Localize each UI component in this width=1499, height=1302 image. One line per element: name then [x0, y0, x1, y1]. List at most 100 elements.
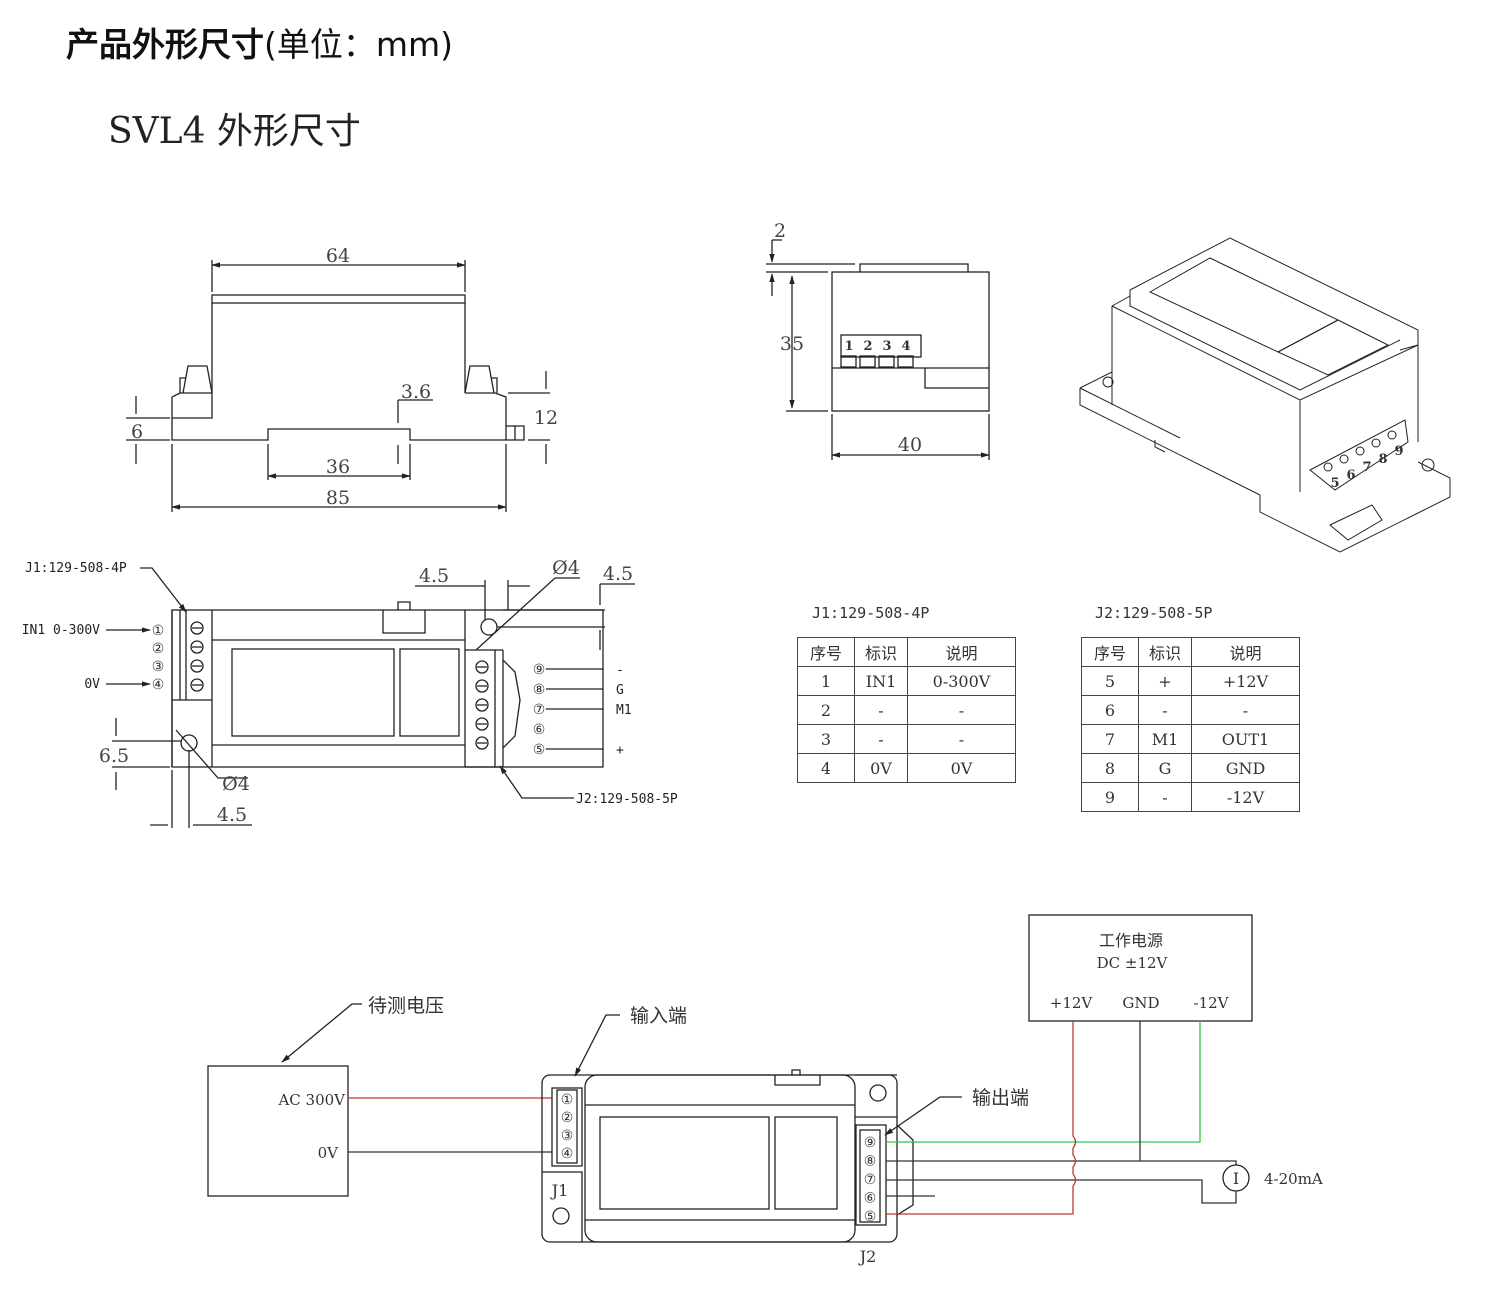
j1-pin-number: ④: [152, 677, 165, 693]
j1-screw-group: [190, 621, 204, 692]
j2-tag: J2: [858, 1247, 877, 1266]
j2-pin-number: ⑨: [533, 662, 546, 678]
terminal-screw-icon: [475, 736, 489, 750]
terminal-screw-icon: [190, 640, 204, 654]
wire-pos-12v: [886, 1021, 1077, 1215]
wire-neg-12v: [886, 1021, 1201, 1143]
psu-title: 工作电源: [1099, 931, 1163, 950]
j2-pin-label: +: [616, 743, 624, 758]
j2-table-row: 9--12V: [1081, 782, 1300, 812]
psu-spec: DC ±12V: [1097, 954, 1169, 972]
j1-pin-label: 0V: [84, 677, 100, 692]
iso-pin-number: 9: [1394, 444, 1403, 459]
cell-desc: 0-300V: [907, 666, 1016, 696]
front-view: 64 85 36 3.6 6 12: [126, 245, 558, 512]
col-header-index: 序号: [1081, 637, 1139, 667]
dim-top-width: 64: [326, 245, 350, 267]
module-outline: [541, 1074, 898, 1243]
dim-total-width: 85: [326, 487, 350, 509]
wire-out: [886, 1179, 1237, 1204]
cell-index: 6: [1081, 695, 1139, 725]
side-pin-slot: [878, 355, 895, 368]
iso-pin-number: 5: [1330, 476, 1339, 491]
cell-desc: OUT1: [1191, 724, 1300, 754]
cell-mark: -: [1138, 695, 1192, 725]
wiring-j2-pin: ⑥: [864, 1191, 877, 1207]
source-box: [207, 1065, 349, 1197]
wiring-j1-pin: ①: [561, 1092, 574, 1108]
col-header-index: 序号: [797, 637, 855, 667]
cell-index: 7: [1081, 724, 1139, 754]
side-pin-slot: [859, 355, 876, 368]
wiring-j2-pin: ⑧: [864, 1154, 877, 1170]
j1-tag: J1: [550, 1181, 569, 1200]
side-pin-number: 4: [901, 339, 910, 354]
source-0v-label: 0V: [318, 1144, 340, 1162]
page-title-unit: (单位：mm): [264, 25, 454, 64]
cell-index: 9: [1081, 782, 1139, 812]
psu-neg-label: -12V: [1194, 994, 1230, 1012]
j2-table-row: 5++12V: [1081, 666, 1300, 696]
j2-table-row: 6--: [1081, 695, 1300, 725]
psu-pos-label: +12V: [1050, 994, 1094, 1012]
j2-part-label: J2:129-508-5P: [576, 792, 678, 807]
terminal-screw-icon: [190, 678, 204, 692]
iso-pin-number: 8: [1378, 452, 1387, 467]
iso-screw: [1323, 462, 1333, 472]
j1-part-label: J1:129-508-4P: [25, 561, 127, 576]
page-title-main: 产品外形尺寸: [66, 25, 264, 64]
terminal-screw-icon: [190, 659, 204, 673]
dim-hole-offset-top: 4.5: [603, 563, 633, 585]
page-title: 产品外形尺寸(单位：mm): [66, 18, 453, 66]
dim-foot-height: 6: [131, 421, 143, 443]
cell-index: 4: [797, 753, 855, 783]
col-header-mark: 标识: [1138, 637, 1192, 667]
j2-table-caption: J2:129-508-5P: [1095, 604, 1213, 622]
terminal-screw-icon: [475, 717, 489, 731]
dim-depth: 40: [898, 434, 922, 456]
dim-side-height: 12: [534, 407, 558, 429]
iso-pin-number: 6: [1346, 468, 1355, 483]
j1-pin-number: ③: [152, 659, 165, 675]
cell-desc: -: [1191, 695, 1300, 725]
psu-gnd-label: GND: [1122, 994, 1159, 1012]
j2-pin-number: ⑥: [533, 722, 546, 738]
iso-screw: [1387, 430, 1397, 440]
dim-hole-y: 6.5: [99, 745, 129, 767]
side-pin-number: 2: [863, 339, 872, 354]
cell-mark: -: [1138, 782, 1192, 812]
wiring-j2-pin: ⑤: [864, 1209, 877, 1225]
terminal-screw-icon: [475, 698, 489, 712]
dim-hole-dia-bottom: Ø4: [222, 773, 250, 795]
iso-screw: [1339, 454, 1349, 464]
cell-mark: IN1: [854, 666, 908, 696]
dim-hole-dia-top: Ø4: [552, 557, 580, 579]
cell-index: 3: [797, 724, 855, 754]
j2-pin-label: M1: [616, 703, 632, 718]
terminal-screw-icon: [475, 660, 489, 674]
iso-pin-number: 7: [1362, 460, 1371, 475]
wiring-j2-pin: ⑨: [864, 1135, 877, 1151]
wiring-j1-pin: ②: [561, 1110, 574, 1126]
dim-clip: 3.6: [401, 381, 431, 403]
cell-mark: 0V: [854, 753, 908, 783]
col-header-desc: 说明: [1191, 637, 1300, 667]
cell-index: 1: [797, 666, 855, 696]
dim-hole-offset-left: 4.5: [419, 565, 449, 587]
wiring-j1-pin: ③: [561, 1128, 574, 1144]
side-pin-slot: [897, 355, 914, 368]
cell-desc: -: [907, 724, 1016, 754]
j2-pin-number: ⑧: [533, 682, 546, 698]
output-label: 输出端: [972, 1087, 1029, 1109]
